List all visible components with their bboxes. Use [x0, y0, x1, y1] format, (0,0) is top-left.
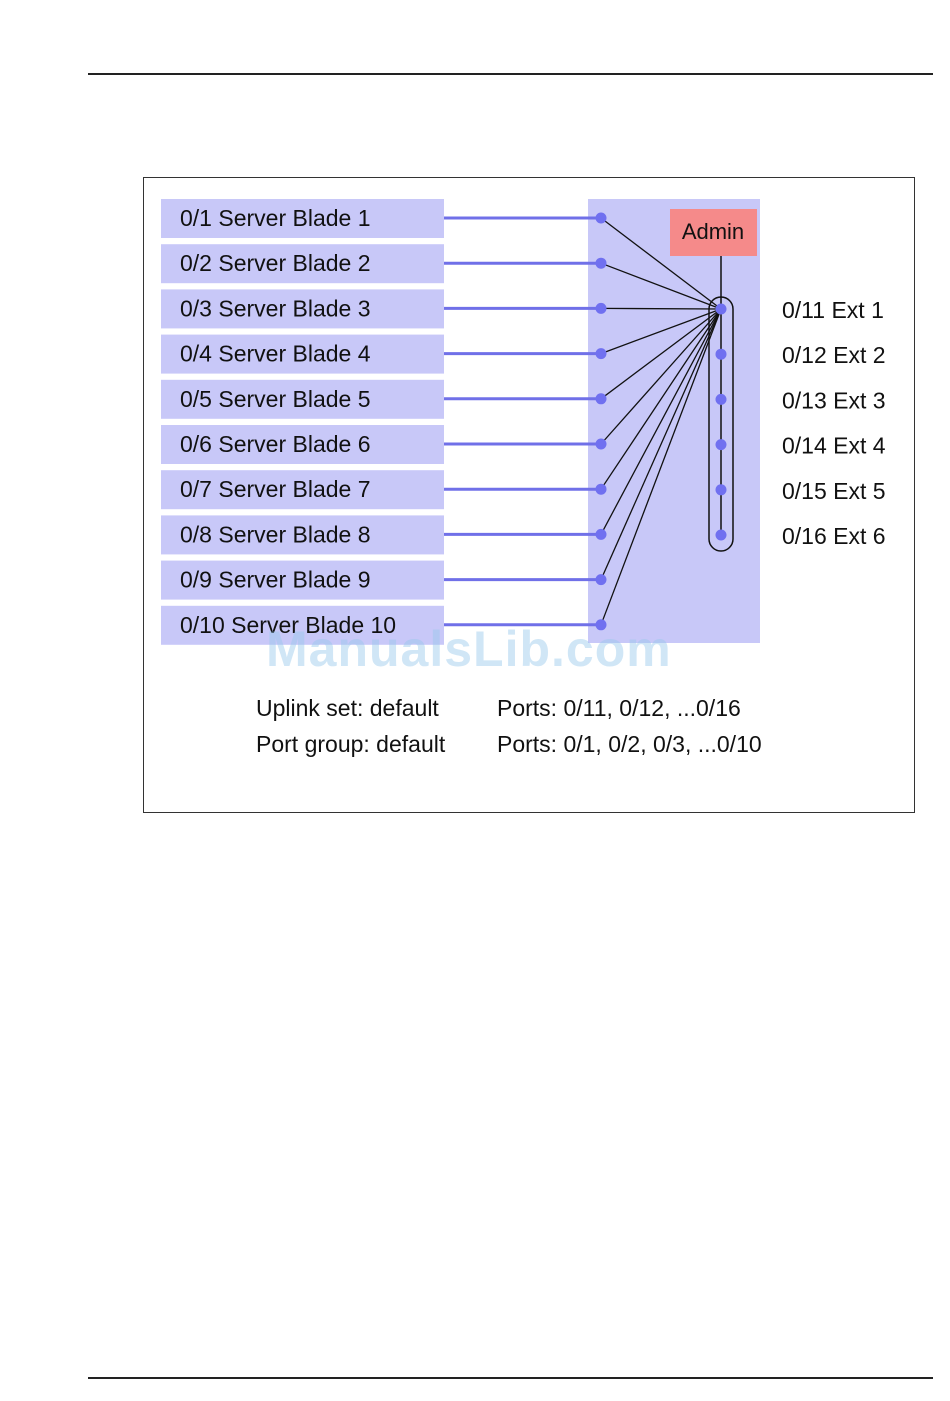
blade-port-box[interactable] [161, 334, 444, 374]
blade-port-label: 0/5 Server Blade 5 [180, 386, 371, 412]
blade-port-box[interactable] [161, 605, 444, 645]
admin-label: Admin [682, 219, 744, 244]
port-group-ports: Ports: 0/1, 0/2, 0/3, ...0/10 [497, 731, 762, 757]
external-port-dot[interactable] [715, 303, 727, 315]
port-group-line [600, 308, 722, 626]
blade-port-label: 0/1 Server Blade 1 [180, 205, 371, 231]
footer-rule [88, 1377, 933, 1379]
port-group-line [600, 308, 722, 445]
blade-port-dot[interactable] [595, 438, 607, 450]
blade-port-dot[interactable] [595, 574, 607, 586]
external-port-label: 0/16 Ext 6 [782, 523, 886, 549]
external-port-dot[interactable] [715, 484, 727, 496]
blade-port-box[interactable] [161, 470, 444, 510]
blade-port-label: 0/6 Server Blade 6 [180, 431, 371, 457]
port-group-line [600, 308, 722, 535]
blade-port-dot[interactable] [595, 483, 607, 495]
port-group-line [600, 217, 722, 310]
blade-port-box[interactable] [161, 560, 444, 600]
external-port-label: 0/15 Ext 5 [782, 478, 886, 504]
header-rule [88, 73, 933, 75]
port-group-label: Port group: default [256, 731, 446, 757]
blade-port-dot[interactable] [595, 257, 607, 269]
port-group-line [600, 308, 722, 580]
external-port-dot[interactable] [715, 439, 727, 451]
blade-port-label: 0/8 Server Blade 8 [180, 521, 371, 547]
blade-port-label: 0/7 Server Blade 7 [180, 476, 371, 502]
blade-port-dot[interactable] [595, 348, 607, 360]
port-group-line [600, 262, 722, 310]
port-group-line [600, 308, 722, 355]
blade-port-label: 0/2 Server Blade 2 [180, 250, 371, 276]
blade-port-dot[interactable] [595, 393, 607, 405]
diagram-frame [143, 177, 915, 813]
blade-port-label: 0/9 Server Blade 9 [180, 567, 371, 593]
blade-port-box[interactable] [161, 515, 444, 555]
blade-port-dot[interactable] [595, 528, 607, 540]
blade-port-dot[interactable] [595, 619, 607, 631]
external-port-dot[interactable] [715, 529, 727, 541]
uplink-set-label: Uplink set: default [256, 695, 439, 721]
blade-port-box[interactable] [161, 244, 444, 284]
blade-port-box[interactable] [161, 425, 444, 464]
blade-port-label: 0/4 Server Blade 4 [180, 341, 371, 367]
port-group-line [600, 307, 722, 310]
external-port-label: 0/14 Ext 4 [782, 433, 886, 459]
uplink-set-ports: Ports: 0/11, 0/12, ...0/16 [497, 695, 741, 721]
external-port-label: 0/12 Ext 2 [782, 342, 886, 368]
blade-port-box[interactable] [161, 379, 444, 419]
external-port-dot[interactable] [715, 348, 727, 360]
switch-panel [588, 199, 760, 643]
blade-port-dot[interactable] [595, 302, 607, 314]
blade-port-box[interactable] [161, 289, 444, 329]
blade-port-label: 0/10 Server Blade 10 [180, 612, 396, 638]
blade-port-label: 0/3 Server Blade 3 [180, 295, 371, 321]
external-port-dot[interactable] [715, 393, 727, 405]
external-port-label: 0/11 Ext 1 [782, 297, 884, 323]
port-group-line [600, 308, 722, 490]
external-port-label: 0/13 Ext 3 [782, 387, 886, 413]
blade-port-dot[interactable] [595, 212, 607, 224]
port-group-line [600, 308, 722, 400]
blade-port-box[interactable] [161, 199, 444, 238]
admin-box[interactable] [670, 209, 757, 256]
watermark: ManualsLib.com [266, 621, 672, 677]
